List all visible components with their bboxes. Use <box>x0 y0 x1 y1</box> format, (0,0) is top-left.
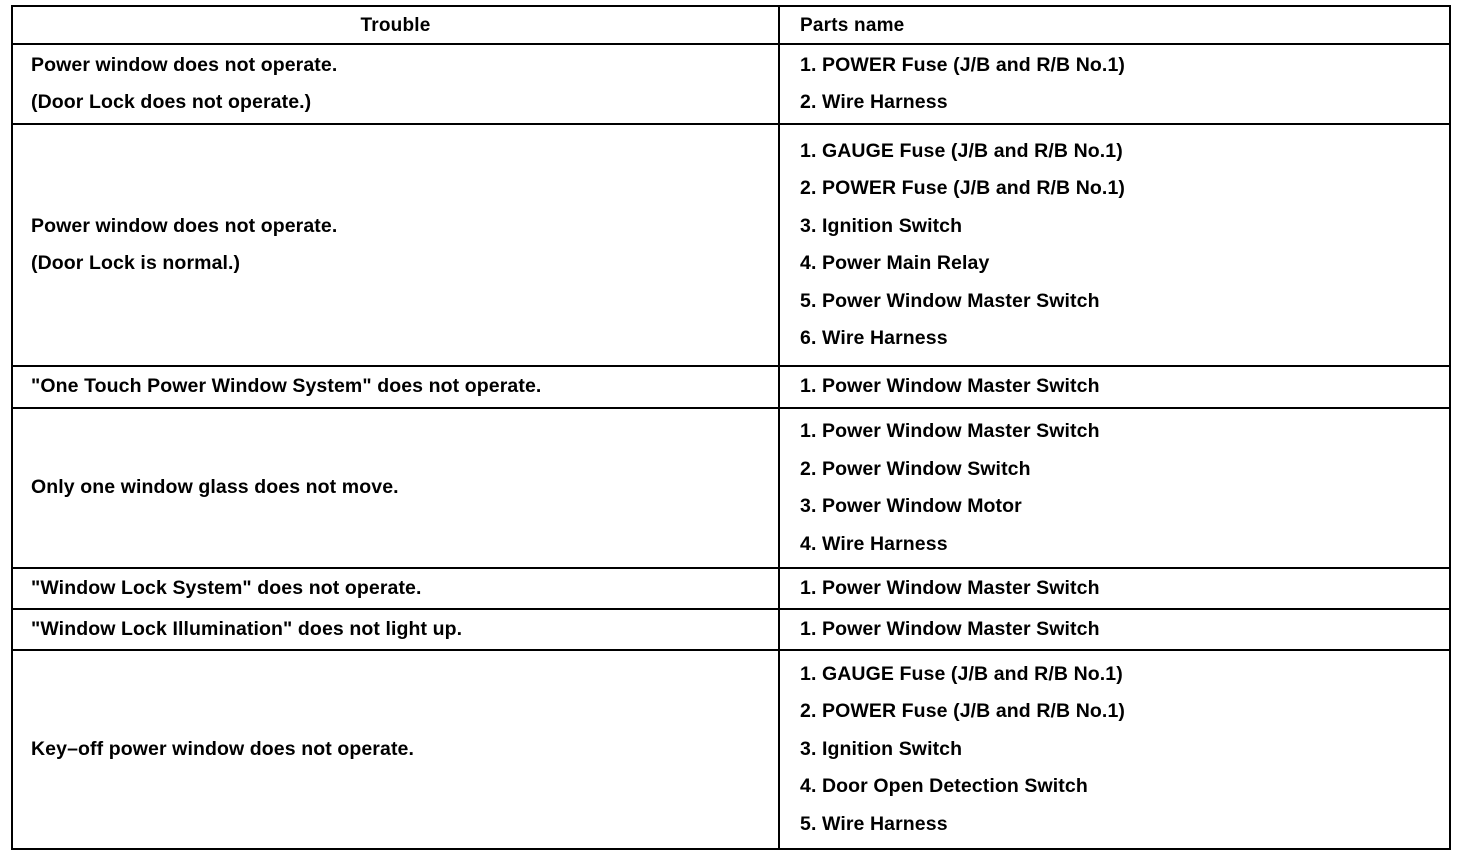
parts-list: 1. Power Window Master Switch <box>780 377 1449 397</box>
parts-list-item: 1. POWER Fuse (J/B and R/B No.1) <box>800 53 1125 76</box>
parts-list-item: 5. Wire Harness <box>800 812 948 835</box>
parts-list: 1. Power Window Master Switch <box>780 617 1449 640</box>
troubleshooting-table: Trouble Parts name Power window does not… <box>11 5 1451 850</box>
trouble-line: Key–off power window does not operate. <box>31 737 415 760</box>
table-header-row: Trouble Parts name <box>11 5 1451 45</box>
trouble-cell: Power window does not operate. (Door Loc… <box>11 123 780 367</box>
table-row: Power window does not operate. (Door Loc… <box>11 123 1451 367</box>
parts-list-item: 1. GAUGE Fuse (J/B and R/B No.1) <box>800 139 1123 162</box>
parts-list-item: 1. GAUGE Fuse (J/B and R/B No.1) <box>800 662 1123 685</box>
trouble-text-block: Power window does not operate. (Door Loc… <box>13 53 778 113</box>
trouble-cell: Key–off power window does not operate. <box>11 649 780 850</box>
trouble-text-block: Power window does not operate. (Door Loc… <box>13 214 778 274</box>
trouble-text-block: "Window Lock Illumination" does not ligh… <box>13 617 778 640</box>
trouble-line: (Door Lock does not operate.) <box>31 91 312 113</box>
parts-list-item: 4. Power Main Relay <box>800 252 990 274</box>
trouble-line: (Door Lock is normal.) <box>31 252 241 274</box>
column-header-trouble-label: Trouble <box>360 14 431 36</box>
trouble-line: Power window does not operate. <box>31 214 338 237</box>
parts-list-item: 3. Ignition Switch <box>800 214 963 237</box>
parts-cell: 1. GAUGE Fuse (J/B and R/B No.1) 2. POWE… <box>778 123 1451 367</box>
parts-cell: 1. Power Window Master Switch 2. Power W… <box>778 407 1451 569</box>
table-header: Trouble Parts name <box>11 5 1451 45</box>
trouble-cell: "One Touch Power Window System" does not… <box>11 365 780 409</box>
parts-cell: 1. GAUGE Fuse (J/B and R/B No.1) 2. POWE… <box>778 649 1451 850</box>
table-body: Power window does not operate. (Door Loc… <box>11 43 1451 850</box>
trouble-line: Only one window glass does not move. <box>31 476 399 499</box>
parts-list-item: 1. Power Window Master Switch <box>800 576 1100 599</box>
trouble-text-block: Only one window glass does not move. <box>13 478 778 498</box>
parts-list-item: 5. Power Window Master Switch <box>800 289 1100 312</box>
parts-list-item: 4. Wire Harness <box>800 532 948 555</box>
parts-list-item: 2. POWER Fuse (J/B and R/B No.1) <box>800 700 1125 723</box>
trouble-text-block: Key–off power window does not operate. <box>13 737 778 760</box>
parts-list-item: 6. Wire Harness <box>800 327 948 349</box>
parts-list-item: 1. Power Window Master Switch <box>800 420 1100 442</box>
parts-cell: 1. Power Window Master Switch <box>778 567 1451 610</box>
parts-list: 1. Power Window Master Switch <box>780 576 1449 599</box>
parts-cell: 1. POWER Fuse (J/B and R/B No.1) 2. Wire… <box>778 43 1451 125</box>
column-header-parts-name-label: Parts name <box>800 14 905 36</box>
trouble-line: Power window does not operate. <box>31 53 338 76</box>
parts-list: 1. Power Window Master Switch 2. Power W… <box>780 420 1449 555</box>
parts-list: 1. POWER Fuse (J/B and R/B No.1) 2. Wire… <box>780 53 1449 113</box>
table-row: Only one window glass does not move. 1. … <box>11 407 1451 569</box>
parts-list-item: 2. POWER Fuse (J/B and R/B No.1) <box>800 177 1125 199</box>
trouble-text-block: "One Touch Power Window System" does not… <box>13 377 778 397</box>
trouble-line: "Window Lock System" does not operate. <box>31 576 422 599</box>
column-header-parts-name: Parts name <box>778 5 1451 45</box>
trouble-text-block: "Window Lock System" does not operate. <box>13 576 778 599</box>
trouble-cell: Only one window glass does not move. <box>11 407 780 569</box>
parts-list-item: 1. Power Window Master Switch <box>800 375 1100 398</box>
table-row: "One Touch Power Window System" does not… <box>11 365 1451 409</box>
parts-list-item: 4. Door Open Detection Switch <box>800 775 1088 798</box>
table-row: "Window Lock System" does not operate. 1… <box>11 567 1451 610</box>
parts-list-item: 2. Power Window Switch <box>800 457 1031 480</box>
parts-cell: 1. Power Window Master Switch <box>778 608 1451 651</box>
trouble-line: "Window Lock Illumination" does not ligh… <box>31 617 463 640</box>
table-row: Power window does not operate. (Door Loc… <box>11 43 1451 125</box>
trouble-line: "One Touch Power Window System" does not… <box>31 375 542 398</box>
trouble-cell: "Window Lock System" does not operate. <box>11 567 780 610</box>
parts-list-item: 3. Ignition Switch <box>800 737 963 760</box>
trouble-cell: "Window Lock Illumination" does not ligh… <box>11 608 780 651</box>
parts-cell: 1. Power Window Master Switch <box>778 365 1451 409</box>
parts-list: 1. GAUGE Fuse (J/B and R/B No.1) 2. POWE… <box>780 139 1449 349</box>
parts-list-item: 3. Power Window Motor <box>800 495 1022 517</box>
parts-list: 1. GAUGE Fuse (J/B and R/B No.1) 2. POWE… <box>780 662 1449 835</box>
table-row: Key–off power window does not operate. 1… <box>11 649 1451 850</box>
trouble-cell: Power window does not operate. (Door Loc… <box>11 43 780 125</box>
parts-list-item: 1. Power Window Master Switch <box>800 617 1100 640</box>
column-header-trouble: Trouble <box>11 5 780 45</box>
table-row: "Window Lock Illumination" does not ligh… <box>11 608 1451 651</box>
parts-list-item: 2. Wire Harness <box>800 91 948 113</box>
